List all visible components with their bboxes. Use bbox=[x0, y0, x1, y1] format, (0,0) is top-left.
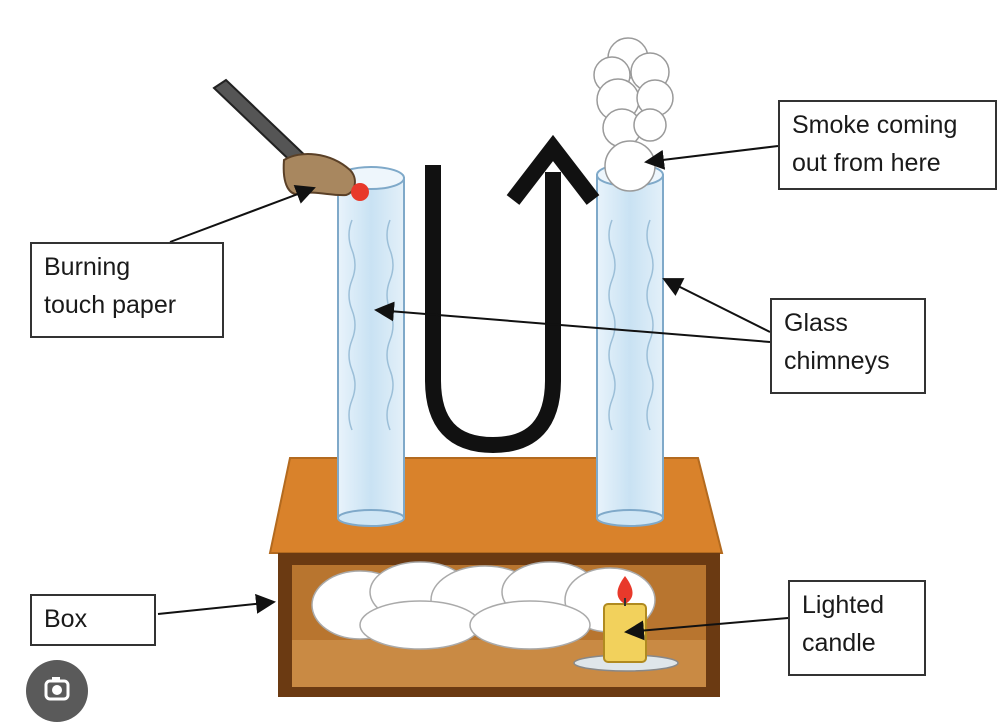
pointer-candle bbox=[624, 617, 789, 641]
label-box: Box bbox=[30, 594, 156, 646]
smoke-inside-box bbox=[311, 561, 656, 650]
label-smoke-line2: out from here bbox=[792, 149, 941, 177]
box-interior-floor bbox=[292, 640, 706, 687]
right-glass-chimney bbox=[596, 163, 664, 527]
airflow-u-arrow bbox=[425, 165, 561, 454]
label-glass-line2: chimneys bbox=[784, 347, 890, 375]
label-box-line1: Box bbox=[44, 605, 88, 633]
pointer-glass-right bbox=[662, 278, 771, 333]
left-glass-chimney bbox=[337, 166, 405, 527]
air-circulation-diagram bbox=[157, 37, 789, 697]
candle-body bbox=[603, 603, 647, 663]
pointer-burning-paper bbox=[169, 184, 316, 243]
smoke-rising bbox=[593, 37, 674, 192]
lens-search-icon bbox=[44, 677, 70, 701]
label-burning-line1: Burning bbox=[44, 253, 131, 281]
label-smoke: Smoke coming out from here bbox=[778, 100, 997, 190]
label-lighted-candle: Lighted candle bbox=[788, 580, 926, 676]
label-candle-line1: Lighted bbox=[802, 591, 885, 619]
candle-flame-icon bbox=[617, 576, 633, 604]
burning-paper-flame-icon bbox=[351, 183, 369, 201]
label-smoke-line1: Smoke coming bbox=[792, 111, 958, 139]
pointer-glass-left bbox=[374, 301, 771, 343]
label-burning-touch-paper: Burning touch paper bbox=[30, 242, 224, 338]
label-candle-line2: candle bbox=[802, 629, 876, 657]
hand-with-taper bbox=[212, 78, 369, 201]
label-glass-chimneys: Glass chimneys bbox=[770, 298, 926, 394]
airflow-arrowhead bbox=[506, 134, 600, 205]
pointer-smoke bbox=[644, 145, 779, 170]
label-glass-line1: Glass bbox=[784, 309, 848, 337]
lens-search-button[interactable] bbox=[26, 660, 88, 722]
label-burning-line2: touch paper bbox=[44, 291, 177, 319]
pointer-box bbox=[157, 593, 276, 615]
